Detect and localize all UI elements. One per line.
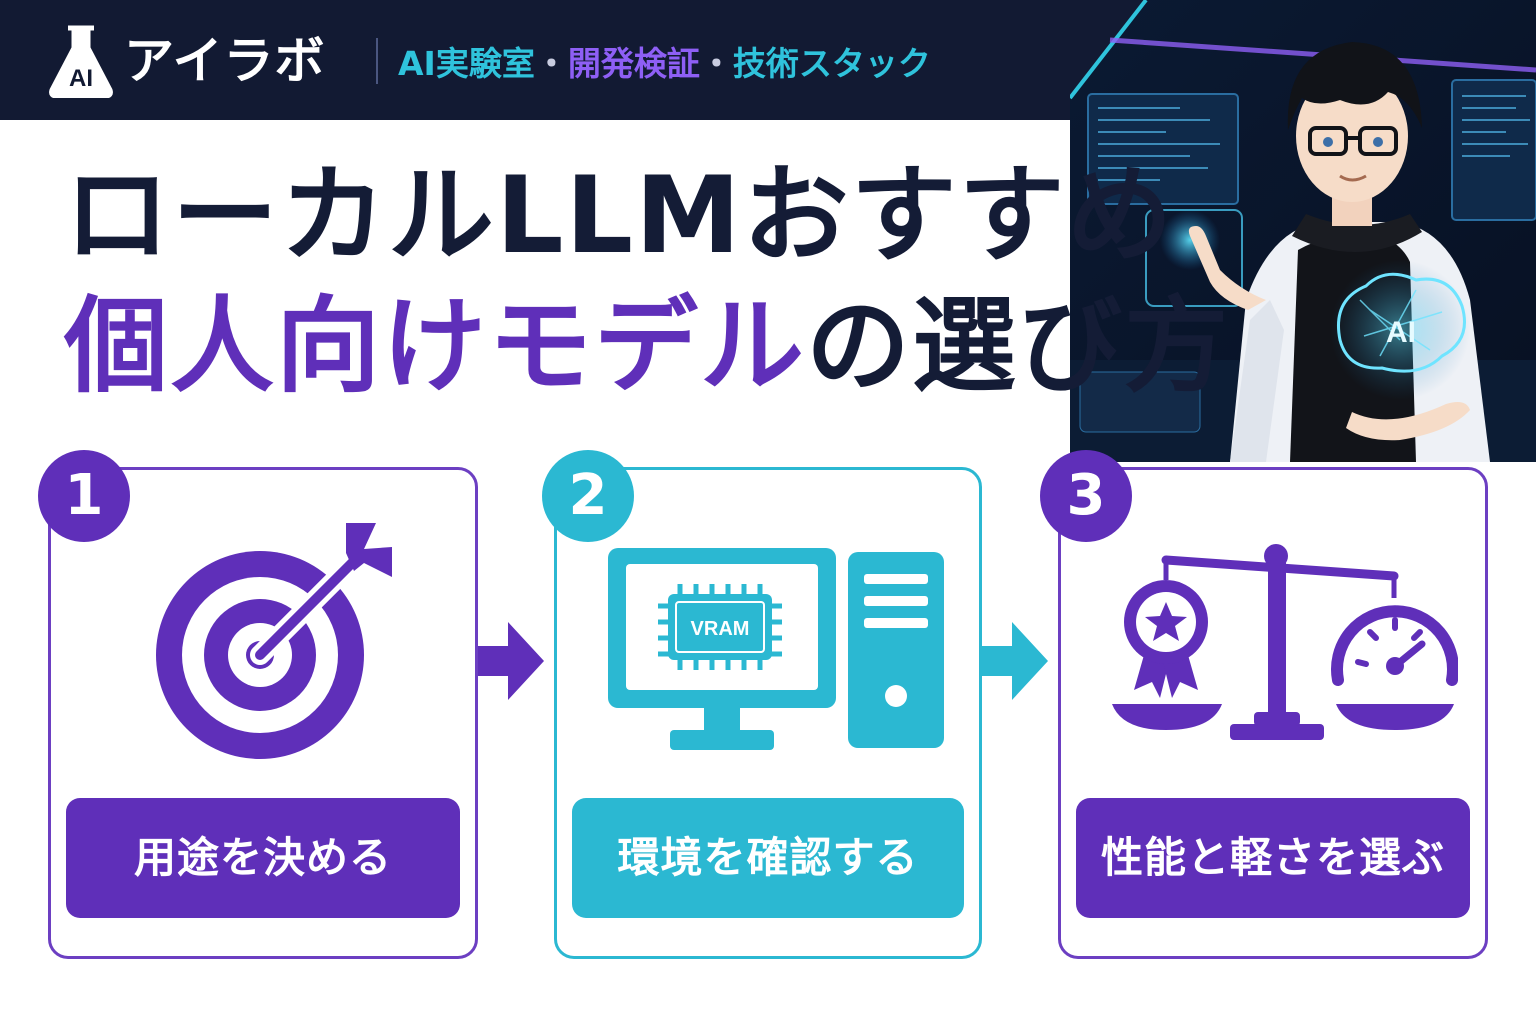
arrow-right-icon: [982, 622, 1048, 700]
tagline-separator: ・: [699, 44, 733, 83]
brain-label: AI: [1386, 316, 1416, 349]
arrow-right-icon: [478, 622, 544, 700]
tagline-item-stack: 技術スタック: [732, 44, 931, 83]
tagline: AI実験室・開発検証・技術スタック: [398, 40, 931, 88]
brand-name: アイラボ: [124, 32, 326, 90]
step-label-purpose: 用途を決める: [66, 798, 460, 918]
title-highlight: 個人向けモデル: [64, 285, 807, 407]
tagline-separator: ・: [534, 44, 568, 83]
ai-brain-hologram-icon: AI: [1330, 260, 1470, 400]
title-rest: の選び方: [806, 285, 1231, 407]
target-icon: [156, 523, 392, 759]
page-title-line1: ローカルLLMおすすめ: [64, 154, 1175, 277]
background-monitor-icon: [1087, 79, 1536, 221]
vram-chip-label: VRAM: [691, 618, 750, 640]
balance-scale-icon: [1112, 544, 1458, 740]
tagline-item-dev: 開発検証: [567, 44, 700, 83]
logo-badge-text: AI: [69, 65, 93, 92]
desktop-computer-icon: VRAM: [608, 548, 944, 750]
vram-chip-icon: VRAM: [658, 584, 782, 670]
step-number-badge: 2: [542, 450, 634, 542]
page-title-line2: 個人向けモデルの選び方: [64, 286, 1230, 406]
flask-logo-icon: AI: [49, 25, 113, 98]
tagline-item-lab: AI実験室: [398, 44, 535, 83]
step-number-badge: 3: [1040, 450, 1132, 542]
step-number-badge: 1: [38, 450, 130, 542]
header-divider: [376, 38, 378, 84]
step-label-choose: 性能と軽さを選ぶ: [1076, 798, 1470, 918]
hero-illustration: AI: [1070, 0, 1536, 462]
award-ribbon-icon: [1124, 580, 1208, 698]
step-label-environment: 環境を確認する: [572, 798, 964, 918]
speedometer-icon: [1331, 605, 1458, 686]
